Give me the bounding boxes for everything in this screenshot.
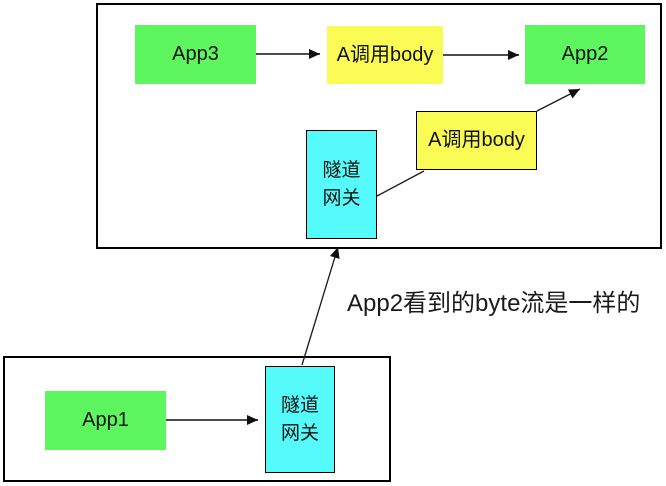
node-app2: App2: [525, 25, 645, 84]
node-call-body-2: A调用body: [416, 111, 537, 170]
node-app1: App1: [45, 391, 166, 450]
node-call-body-1: A调用body: [327, 26, 443, 84]
bottom-system-frame: [3, 356, 391, 482]
arrow-tunnelbottom-to-tunneltop: [301, 246, 340, 366]
node-tunnel-gateway-top: 隧道 网关: [306, 130, 377, 239]
node-tunnel-gateway-bottom: 隧道 网关: [265, 366, 335, 473]
top-system-frame: [96, 3, 662, 249]
annotation-byte-stream: App2看到的byte流是一样的: [347, 290, 641, 317]
node-app3: App3: [135, 25, 256, 84]
